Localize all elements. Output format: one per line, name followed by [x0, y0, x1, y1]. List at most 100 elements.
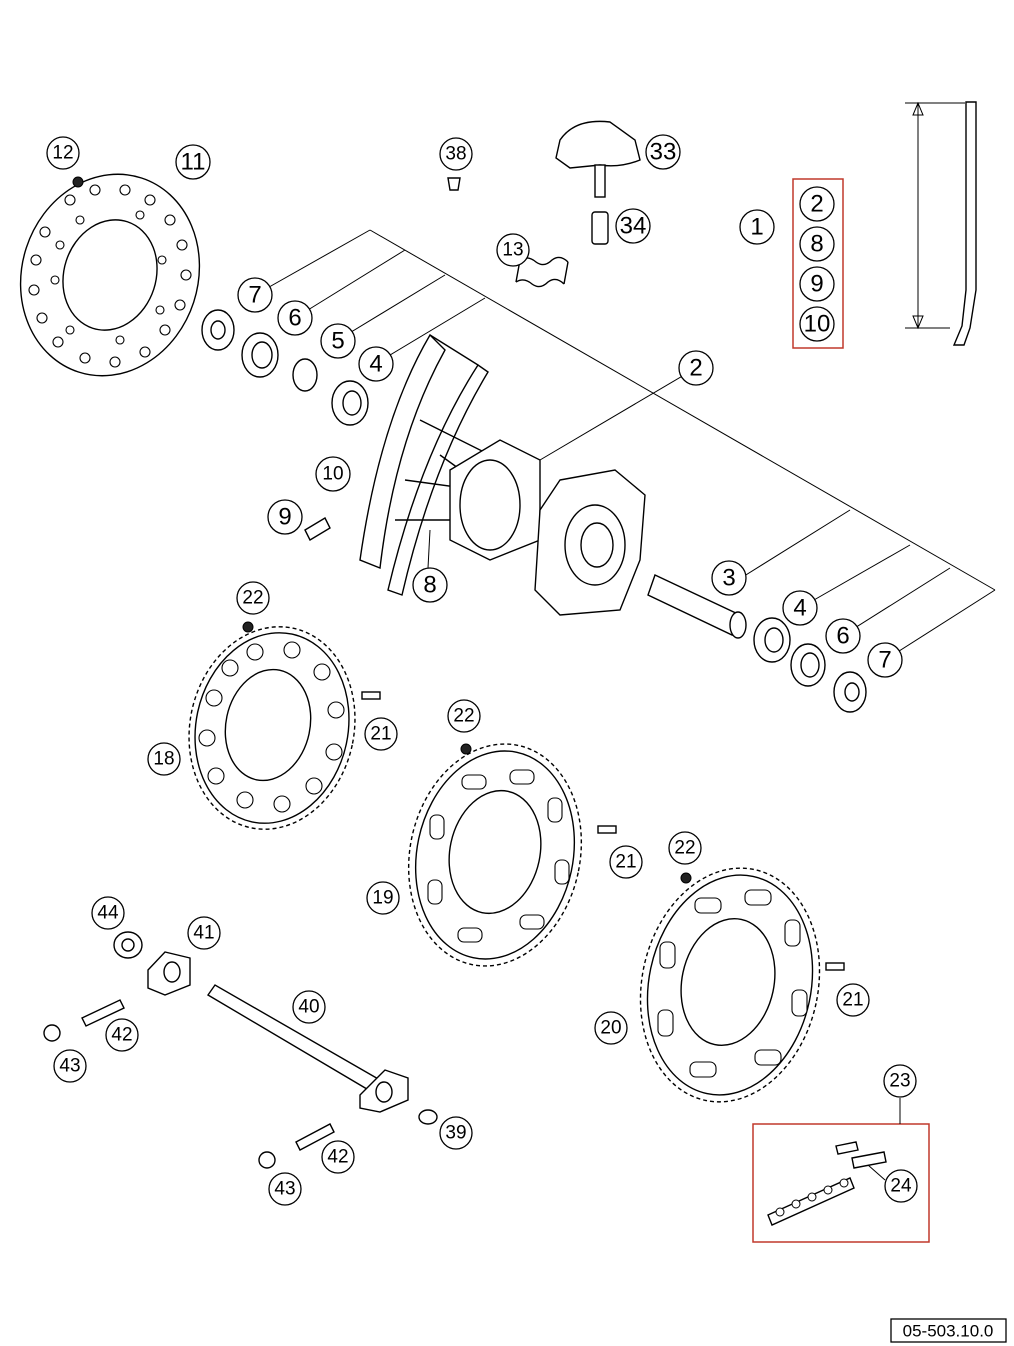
callout-38: 38	[439, 137, 473, 171]
kit-box-23	[752, 1123, 930, 1243]
callout-21c: 21	[836, 983, 870, 1017]
callout-11: 11	[175, 144, 211, 180]
svg-text:22: 22	[674, 838, 695, 859]
svg-text:9: 9	[810, 271, 823, 298]
callout-20: 20	[594, 1011, 628, 1045]
svg-text:39: 39	[445, 1123, 466, 1144]
callout-42b: 42	[321, 1140, 355, 1174]
callout-8: 8	[412, 567, 448, 603]
plug-39	[418, 1109, 438, 1125]
svg-text:20: 20	[600, 1018, 621, 1039]
svg-text:18: 18	[153, 749, 174, 770]
svg-text:8: 8	[810, 231, 823, 258]
callout-10: 10	[315, 456, 351, 492]
callout-43b: 43	[268, 1172, 302, 1206]
kit-item-8: 8	[799, 226, 835, 262]
callout-4-left: 4	[358, 346, 394, 382]
svg-text:1: 1	[750, 214, 763, 241]
nut-22a	[242, 621, 254, 633]
rim-lock-33	[555, 120, 641, 198]
svg-text:5: 5	[331, 328, 344, 355]
callout-24: 24	[884, 1169, 918, 1203]
chain-adjuster-41	[147, 951, 191, 996]
svg-text:42: 42	[327, 1147, 348, 1168]
svg-text:12: 12	[52, 143, 73, 164]
kit-box-1	[792, 178, 844, 349]
callout-41: 41	[187, 916, 221, 950]
callout-4-right: 4	[782, 590, 818, 626]
svg-text:22: 22	[242, 588, 263, 609]
callout-22b: 22	[447, 699, 481, 733]
svg-text:4: 4	[793, 595, 806, 622]
svg-text:6: 6	[288, 305, 301, 332]
valve-9	[304, 517, 331, 541]
callout-2: 2	[678, 350, 714, 386]
kit-item-10: 10	[799, 306, 835, 342]
diagram-reference: 05-503.10.0	[890, 1318, 1007, 1343]
callout-13: 13	[496, 233, 530, 267]
svg-text:33: 33	[650, 139, 677, 166]
adjusting-screw-42b	[295, 1123, 335, 1151]
callout-6-right: 6	[825, 618, 861, 654]
callout-7-left: 7	[237, 277, 273, 313]
brake-disc	[19, 173, 201, 377]
adjusting-screw-42a	[81, 999, 125, 1027]
screw-21a	[361, 691, 381, 700]
callout-5: 5	[320, 323, 356, 359]
shaft-seal-6-right	[790, 643, 826, 687]
kit-item-9: 9	[799, 266, 835, 302]
bearing-4-left	[331, 380, 369, 426]
callout-19: 19	[366, 881, 400, 915]
svg-text:9: 9	[278, 504, 291, 531]
callout-18: 18	[147, 742, 181, 776]
callout-40: 40	[292, 990, 326, 1024]
nut-43b	[258, 1151, 276, 1169]
svg-text:38: 38	[445, 144, 466, 165]
svg-text:05-503.10.0: 05-503.10.0	[903, 1322, 994, 1341]
callout-6-left: 6	[277, 300, 313, 336]
disc-screw	[72, 176, 84, 188]
kit-item-2: 2	[799, 186, 835, 222]
callout-1: 1	[739, 209, 775, 245]
svg-text:41: 41	[193, 923, 214, 944]
nut-43a	[43, 1024, 61, 1042]
svg-text:21: 21	[615, 852, 636, 873]
spacer-3	[647, 574, 747, 639]
svg-text:10: 10	[322, 464, 343, 485]
hub	[395, 419, 646, 616]
svg-text:2: 2	[689, 355, 702, 382]
wheel-spindle-40	[206, 984, 409, 1113]
callout-7-right: 7	[867, 642, 903, 678]
svg-text:23: 23	[889, 1071, 910, 1092]
sprocket-18	[188, 626, 356, 830]
nut-22c	[680, 872, 692, 884]
nut-22b	[460, 743, 472, 755]
callout-39: 39	[439, 1116, 473, 1150]
callout-21a: 21	[364, 717, 398, 751]
sprocket-20	[639, 867, 821, 1103]
sprocket-19	[407, 743, 583, 967]
svg-text:2: 2	[810, 191, 823, 218]
callout-23: 23	[883, 1064, 917, 1098]
screw-21b	[597, 825, 617, 834]
svg-text:7: 7	[878, 647, 891, 674]
shaft-seal-6-left	[241, 332, 279, 378]
svg-text:4: 4	[369, 351, 382, 378]
rim	[359, 333, 489, 596]
nut-44	[113, 931, 143, 959]
svg-text:44: 44	[97, 903, 119, 924]
callout-22a: 22	[236, 581, 270, 615]
svg-text:43: 43	[59, 1056, 80, 1077]
svg-text:40: 40	[298, 997, 319, 1018]
svg-text:34: 34	[620, 213, 647, 240]
callout-34: 34	[615, 208, 651, 244]
svg-text:13: 13	[502, 240, 523, 261]
callout-3: 3	[711, 560, 747, 596]
callout-43a: 43	[53, 1049, 87, 1083]
spacer-7-right	[833, 671, 867, 713]
plug-38	[447, 177, 461, 191]
svg-text:3: 3	[722, 565, 735, 592]
chain-link-24	[835, 1141, 887, 1169]
spoke-dimension	[905, 101, 977, 346]
